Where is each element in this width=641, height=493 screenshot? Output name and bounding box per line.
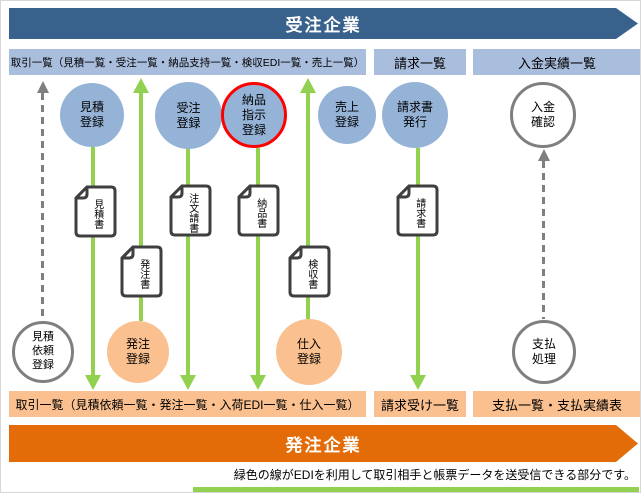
- edi-legend-note: 緑色の線がEDIを利用して取引相手と帳票データを送受信できる部分です。: [233, 468, 636, 482]
- invoice-issue-label: 請求書 発行: [396, 100, 433, 129]
- edi-line-inspection: [306, 92, 310, 319]
- arrow-up-estimate-request-icon: [37, 81, 49, 93]
- arrow-down-estimate-icon: [85, 375, 101, 390]
- arrow-up-payment-icon: [538, 149, 550, 161]
- billing-received-list-box: 請求受け一覧: [374, 391, 466, 417]
- order-received-registration-circle: 受注 登録: [155, 82, 222, 149]
- inspection-document-icon: 検収書: [288, 245, 331, 298]
- orderer-company-banner: 発注企業: [9, 425, 638, 462]
- arrow-up-purchase-order-icon: [133, 78, 149, 93]
- estimate-document-label: 見積書: [91, 198, 103, 229]
- payment-processing-label: 支払 処理: [531, 337, 556, 366]
- orderer-transaction-list-label: 取引一覧（見積依頼一覧・発注一覧・入荷EDI一覧・仕入一覧）: [15, 397, 360, 412]
- delivery-slip-document-icon: 納品書: [237, 184, 280, 237]
- orderer-transaction-list-box: 取引一覧（見積依頼一覧・発注一覧・入荷EDI一覧・仕入一覧）: [9, 391, 366, 417]
- invoice-issue-circle: 請求書 発行: [382, 82, 448, 148]
- billing-list-label: 請求一覧: [393, 55, 446, 71]
- edi-line-estimate: [91, 147, 95, 375]
- contractor-company-banner: 受注企業: [9, 8, 638, 39]
- contractor-company-label: 受注企業: [285, 16, 362, 35]
- arrow-down-delivery-slip-icon: [250, 375, 266, 390]
- purchase-order-registration-circle: 発注 登録: [107, 321, 169, 383]
- delivery-slip-document-label: 納品書: [254, 197, 266, 228]
- billing-received-list-label: 請求受け一覧: [380, 397, 459, 413]
- invoice-document-icon: 請求書: [396, 184, 439, 237]
- edi-line-purchase-order: [139, 92, 143, 321]
- edi-line-delivery-slip: [256, 148, 260, 375]
- arrow-up-inspection-icon: [300, 78, 316, 93]
- manual-line-estimate-request: [41, 93, 44, 319]
- edi-line-order-confirmation: [186, 147, 190, 375]
- sales-registration-label: 売上 登録: [334, 100, 359, 129]
- manual-line-payment: [542, 161, 545, 319]
- edi-line-invoice: [416, 148, 420, 375]
- estimate-registration-circle: 見積 登録: [60, 83, 124, 147]
- orderer-company-label: 発注企業: [285, 436, 362, 455]
- arrow-down-invoice-icon: [410, 375, 426, 390]
- payment-list-label: 支払一覧・支払実績表: [491, 397, 622, 413]
- deposit-confirmation-label: 入金 確認: [530, 100, 555, 129]
- estimate-request-registration-circle: 見積 依頼 登録: [12, 321, 74, 383]
- deposit-confirmation-circle: 入金 確認: [510, 82, 576, 148]
- inspection-document-label: 検収書: [305, 258, 317, 289]
- delivery-instruction-registration-circle: 納品 指示 登録: [221, 82, 287, 148]
- order-received-registration-label: 受注 登録: [176, 100, 201, 130]
- order-confirmation-document-label: 注文請書: [186, 192, 198, 233]
- sales-registration-circle: 売上 登録: [318, 86, 376, 144]
- contractor-transaction-list-label: 取引一覧（見積一覧・受注一覧・納品支持一覧・検収EDI一覧・売上一覧）: [10, 56, 365, 69]
- arrow-down-order-confirmation-icon: [180, 375, 196, 390]
- billing-list-box: 請求一覧: [374, 49, 466, 75]
- purchasing-registration-circle: 仕入 登録: [276, 319, 342, 385]
- purchase-order-document-icon: 発注書: [120, 245, 163, 298]
- payment-processing-circle: 支払 処理: [512, 320, 576, 384]
- estimate-document-icon: 見積書: [74, 185, 117, 238]
- edi-legend-underline: [193, 487, 639, 492]
- contractor-transaction-list-box: 取引一覧（見積一覧・受注一覧・納品支持一覧・検収EDI一覧・売上一覧）: [9, 49, 366, 75]
- order-confirmation-document-icon: 注文請書: [169, 184, 212, 237]
- purchase-order-document-label: 発注書: [137, 258, 149, 289]
- purchasing-registration-label: 仕入 登録: [296, 337, 321, 366]
- estimate-request-registration-label: 見積 依頼 登録: [32, 331, 54, 371]
- deposit-record-list-box: 入金実績一覧: [473, 49, 640, 75]
- payment-list-box: 支払一覧・支払実績表: [473, 391, 640, 417]
- invoice-document-label: 請求書: [413, 197, 425, 228]
- delivery-instruction-registration-label: 納品 指示 登録: [241, 92, 266, 137]
- estimate-registration-label: 見積 登録: [79, 100, 104, 129]
- purchase-order-registration-label: 発注 登録: [125, 337, 150, 366]
- deposit-record-list-label: 入金実績一覧: [517, 55, 596, 71]
